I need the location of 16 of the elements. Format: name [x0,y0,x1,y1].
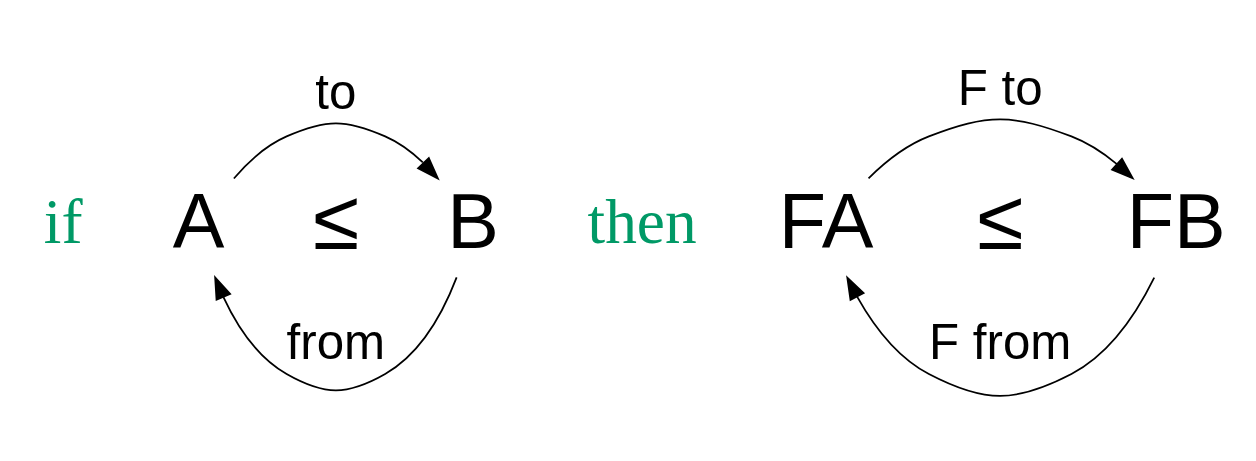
label: ≤ [312,172,360,267]
arrow [214,274,458,391]
node-text: FB [1126,177,1226,264]
label: if [43,186,83,257]
label: then [587,186,697,257]
edge-label: to [315,63,357,119]
arrow [846,274,1156,397]
node-text: FA [778,177,874,264]
edge-label: from [286,313,386,369]
arrow [233,122,440,180]
node-text: B [447,177,499,264]
label: ≤ [976,172,1024,267]
node-text: A [172,177,225,264]
edge-label: F from [929,313,1072,369]
edge-label: F to [957,59,1043,115]
arrow [867,118,1135,180]
